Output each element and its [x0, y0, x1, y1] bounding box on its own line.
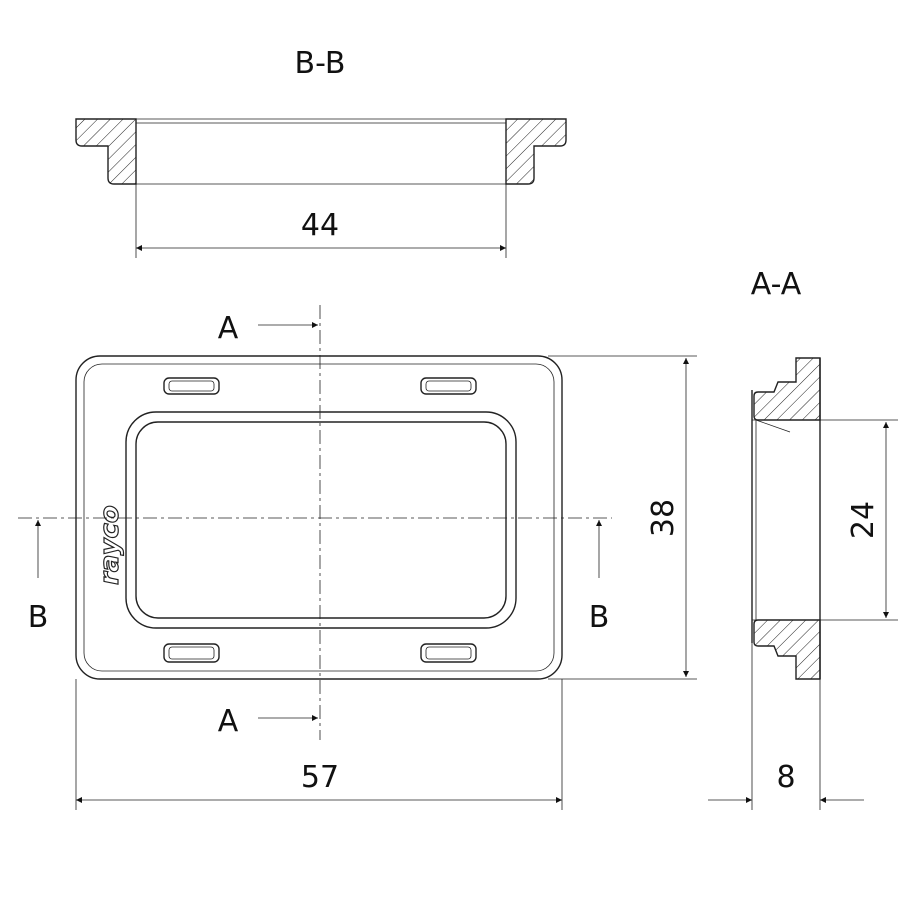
opening-height-dimension: 24	[846, 501, 881, 539]
depth-dimension: 8	[776, 760, 795, 795]
aa-top-hatched-section	[753, 357, 821, 421]
section-bb-title: B-B	[295, 46, 346, 81]
section-bb-view: B-B 44	[75, 46, 567, 258]
front-view: rayco A A B B 57 38	[18, 305, 697, 810]
slot-top-left	[163, 377, 220, 395]
height-dimension: 38	[646, 499, 681, 537]
section-a-top-label: A	[218, 311, 239, 346]
section-a-bottom-label: A	[218, 704, 239, 739]
bb-left-hatched-section	[75, 118, 137, 185]
slot-bottom-right	[420, 643, 477, 663]
aa-bottom-hatched-section	[753, 619, 821, 680]
brand-logo: rayco	[95, 505, 125, 585]
outer-frame	[75, 355, 563, 680]
section-aa-title: A-A	[751, 267, 802, 302]
inner-opening-outer	[125, 411, 517, 629]
width-dimension: 57	[301, 760, 339, 795]
slot-bottom-left	[163, 643, 220, 663]
section-b-left-label: B	[28, 600, 49, 635]
bb-width-dimension: 44	[301, 208, 339, 243]
bb-right-hatched-section	[505, 118, 567, 185]
outer-frame-bevel	[83, 363, 555, 672]
slot-top-right	[420, 377, 477, 395]
section-aa-view: A-A 24 8	[708, 267, 898, 810]
inner-opening-inner	[135, 421, 507, 619]
aa-opening-slope	[755, 419, 791, 433]
section-b-right-label: B	[589, 600, 610, 635]
